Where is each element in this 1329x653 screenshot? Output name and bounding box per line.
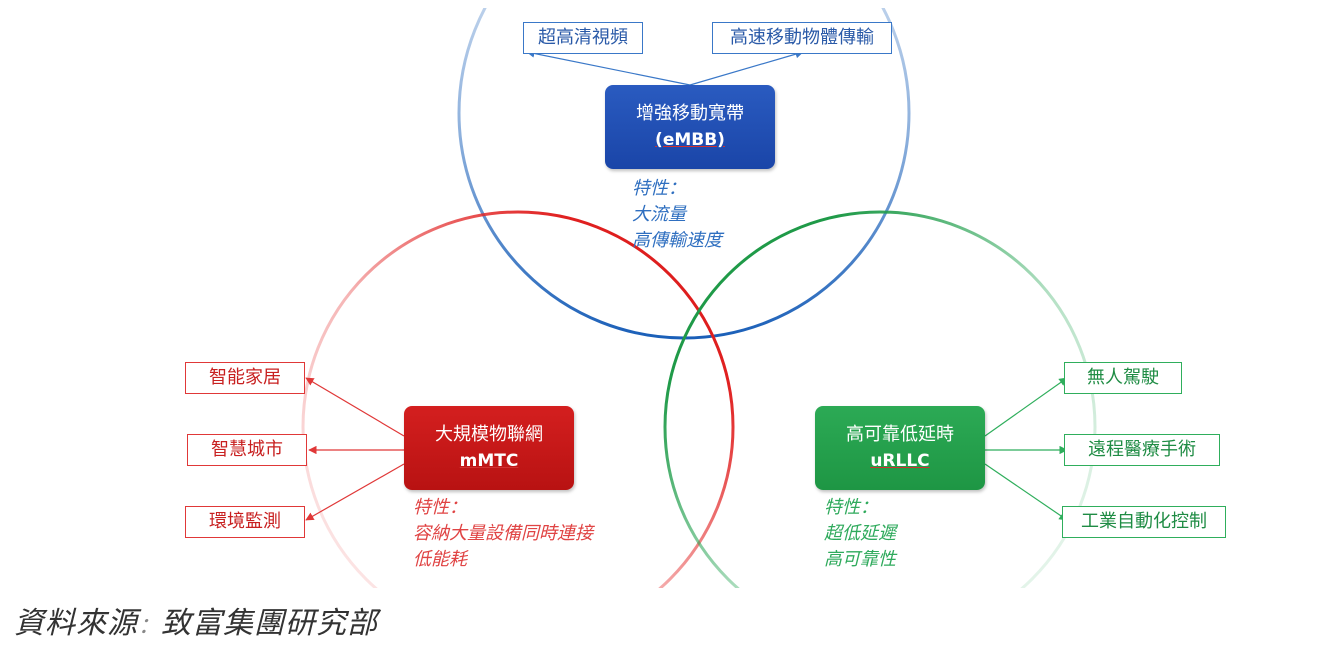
source-colon: ： — [138, 614, 162, 639]
embb-node: 增強移動寬帶 (eMBB) — [605, 85, 775, 169]
app-ultra-hd-video: 超高清視頻 — [523, 22, 643, 54]
arrow-mmtc-home — [305, 377, 405, 437]
embb-code: (eMBB) — [655, 130, 725, 150]
urllc-traits: 特性： 超低延遲 高可靠性 — [824, 495, 896, 573]
urllc-code: uRLLC — [870, 451, 930, 471]
arrow-urllc-industrial — [984, 463, 1068, 521]
app-high-speed-transfer: 高速移動物體傳輸 — [712, 22, 892, 54]
source-label: 資料來源 — [14, 606, 138, 641]
urllc-traits-heading: 特性： — [824, 497, 878, 518]
urllc-circle — [663, 210, 1097, 588]
app-remote-surgery: 遠程醫療手術 — [1064, 434, 1220, 466]
app-autonomous-driving: 無人駕駛 — [1064, 362, 1182, 394]
source-note: 資料來源：致富集團研究部 — [14, 598, 378, 642]
arrow-embb-video — [526, 49, 691, 86]
embb-trait-1: 大流量 — [632, 204, 686, 225]
mmtc-code: mMTC — [459, 451, 519, 471]
arrow-mmtc-env — [305, 463, 405, 521]
mmtc-trait-2: 低能耗 — [413, 549, 467, 570]
mmtc-traits-heading: 特性： — [413, 497, 467, 518]
mmtc-trait-1: 容納大量設備同時連接 — [413, 523, 593, 544]
app-smart-home: 智能家居 — [185, 362, 305, 394]
mmtc-title: 大規模物聯網 — [435, 424, 543, 445]
urllc-trait-2: 高可靠性 — [824, 549, 896, 570]
mmtc-node: 大規模物聯網 mMTC — [404, 406, 574, 490]
mmtc-circle — [301, 210, 735, 588]
arrow-embb-transfer — [689, 50, 804, 86]
app-smart-city: 智慧城市 — [187, 434, 307, 466]
embb-traits: 特性： 大流量 高傳輸速度 — [632, 176, 722, 254]
mmtc-traits: 特性： 容納大量設備同時連接 低能耗 — [413, 495, 593, 573]
app-env-monitoring: 環境監測 — [185, 506, 305, 538]
arrow-urllc-driving — [984, 377, 1068, 437]
source-value: 致富集團研究部 — [161, 606, 379, 641]
urllc-node: 高可靠低延時 uRLLC — [815, 406, 985, 490]
embb-title: 增強移動寬帶 — [636, 103, 744, 124]
app-industrial-automation: 工業自動化控制 — [1062, 506, 1226, 538]
embb-trait-2: 高傳輸速度 — [632, 230, 722, 251]
urllc-title: 高可靠低延時 — [846, 424, 954, 445]
embb-traits-heading: 特性： — [632, 178, 686, 199]
urllc-trait-1: 超低延遲 — [824, 523, 896, 544]
